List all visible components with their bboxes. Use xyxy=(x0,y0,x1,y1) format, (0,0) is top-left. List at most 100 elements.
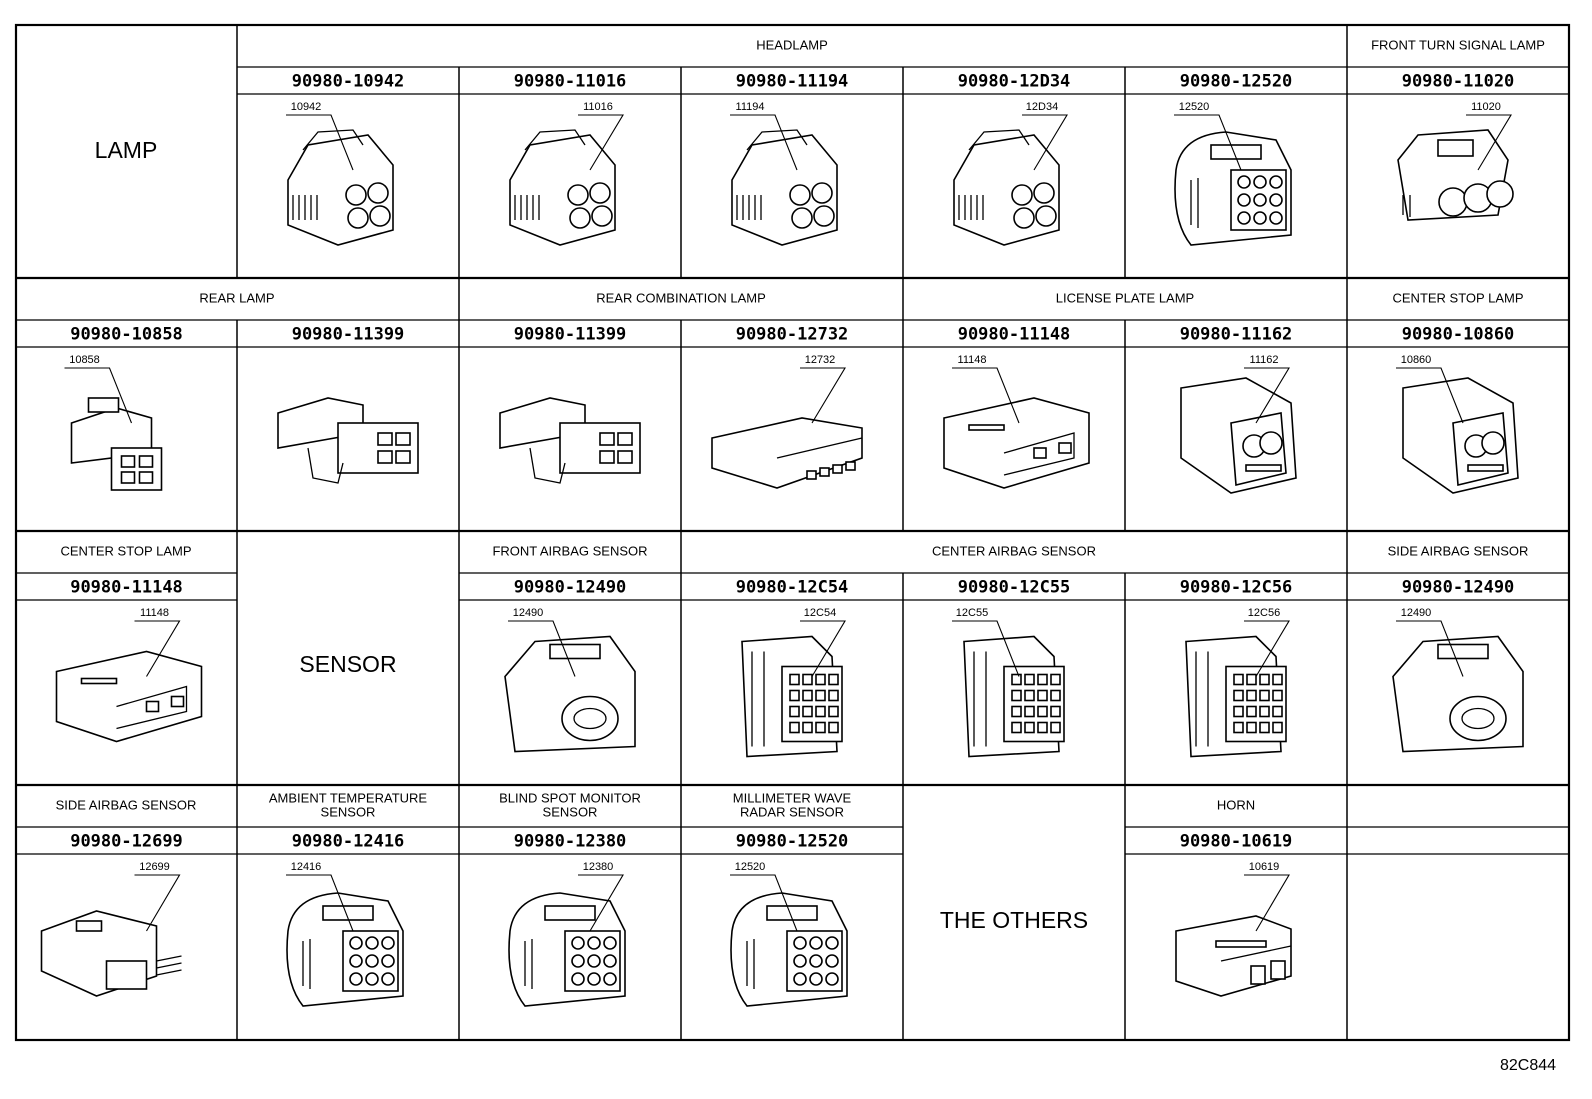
part-number: 90980-12380 xyxy=(514,832,627,852)
connector-face xyxy=(802,689,813,702)
connector-face xyxy=(138,455,154,468)
part-number: 90980-12490 xyxy=(514,578,627,598)
group-header-center-stop-lamp-r2: CENTER STOP LAMP xyxy=(1393,290,1524,305)
connector-face xyxy=(1461,707,1495,730)
terminal-cavity xyxy=(349,954,363,968)
connector-outline xyxy=(524,129,586,151)
part-number: 90980-10942 xyxy=(292,72,405,92)
part-number: 90980-11399 xyxy=(514,325,627,345)
connector-outline xyxy=(1402,195,1411,217)
connector-outline xyxy=(1175,915,1292,997)
connector-outline xyxy=(156,962,182,969)
group-header-blind-spot-monitor-sensor: BLIND SPOT MONITOR xyxy=(499,790,641,805)
connector-face xyxy=(828,705,839,718)
connector-face xyxy=(1037,721,1048,734)
connector-outline xyxy=(776,437,863,459)
connector-face xyxy=(1437,139,1474,157)
connector-face xyxy=(120,455,136,468)
terminal-cavity xyxy=(571,936,585,950)
connector-face xyxy=(802,705,813,718)
terminal-cavity xyxy=(603,972,617,986)
part-number: 90980-11399 xyxy=(292,325,405,345)
terminal-cavity xyxy=(381,954,395,968)
callout-leader xyxy=(1022,114,1068,171)
connector-face xyxy=(1011,689,1022,702)
callout-label: 11162 xyxy=(1250,354,1279,366)
group-header-millimeter-wave-radar-sensor: RADAR SENSOR xyxy=(740,804,844,819)
connector-face xyxy=(806,470,817,480)
terminal-cavity xyxy=(793,936,807,950)
terminal-cavity xyxy=(813,205,835,227)
group-header-center-stop-lamp-r3: CENTER STOP LAMP xyxy=(61,543,192,558)
group-header-headlamp: HEADLAMP xyxy=(756,37,828,52)
terminal-cavity xyxy=(1035,205,1057,227)
callout-label: 12416 xyxy=(291,861,322,873)
terminal-cavity xyxy=(1033,182,1055,204)
terminal-cavity xyxy=(811,182,833,204)
connector-face xyxy=(120,471,136,484)
table-border xyxy=(14,23,1571,1042)
terminal-cavity xyxy=(347,207,369,229)
group-header-front-airbag-sensor: FRONT AIRBAG SENSOR xyxy=(492,543,647,558)
connector-outline xyxy=(973,651,987,747)
callout-label: 12520 xyxy=(1179,101,1210,113)
connector-drawing xyxy=(40,910,182,997)
group-header-rear-lamp: REAR LAMP xyxy=(199,290,274,305)
callout-leader xyxy=(952,367,1020,424)
terminal-cavity xyxy=(1269,175,1283,189)
terminal-cavity xyxy=(825,954,839,968)
callout-leader xyxy=(730,874,798,932)
connector-outline xyxy=(1220,945,1292,962)
terminal-cavity xyxy=(1438,187,1468,217)
connector-face xyxy=(1011,673,1022,686)
part-number: 90980-12C56 xyxy=(1180,578,1293,598)
connector-drawing xyxy=(70,397,163,491)
connector-face xyxy=(1246,721,1257,734)
terminal-cavity xyxy=(1237,175,1251,189)
connector-face xyxy=(1050,673,1061,686)
connector-face xyxy=(617,450,633,464)
connector-face xyxy=(1037,705,1048,718)
group-header-side-airbag-sensor-r3: SIDE AIRBAG SENSOR xyxy=(1388,543,1529,558)
callout-label: 12732 xyxy=(805,354,836,366)
callout-leader xyxy=(1396,367,1464,424)
connector-drawing xyxy=(1174,131,1292,246)
connector-drawing xyxy=(943,397,1090,489)
callout-label: 10860 xyxy=(1401,354,1432,366)
group-header-rear-combination-lamp: REAR COMBINATION LAMP xyxy=(596,290,766,305)
connector-drawing xyxy=(1180,377,1297,494)
connector-face xyxy=(1210,144,1262,160)
connector-face xyxy=(1246,705,1257,718)
callout-leader xyxy=(1396,620,1464,677)
part-number: 90980-10858 xyxy=(70,325,183,345)
connector-face xyxy=(337,422,419,474)
group-header-front-turn-signal-lamp: FRONT TURN SIGNAL LAMP xyxy=(1371,37,1545,52)
connector-face xyxy=(1245,464,1282,472)
callout-leader xyxy=(134,620,181,677)
connector-face xyxy=(1259,721,1270,734)
connector-face xyxy=(1233,721,1244,734)
connector-face xyxy=(1011,721,1022,734)
callout-label: 12699 xyxy=(139,861,170,873)
connector-face xyxy=(87,397,120,413)
connector-face xyxy=(105,960,148,990)
callout-leader xyxy=(1244,367,1290,424)
group-header-center-airbag-sensor: CENTER AIRBAG SENSOR xyxy=(932,543,1096,558)
connector-face xyxy=(1272,705,1283,718)
connector-face xyxy=(1050,689,1061,702)
connector-face xyxy=(1037,673,1048,686)
terminal-cavity xyxy=(1011,184,1033,206)
connector-face xyxy=(828,721,839,734)
connector-outline xyxy=(307,447,344,484)
connector-face xyxy=(1024,705,1035,718)
connector-face xyxy=(1272,721,1283,734)
terminal-cavity xyxy=(809,954,823,968)
callout-label: 11016 xyxy=(583,101,613,113)
connector-drawing xyxy=(953,129,1060,246)
connector-face xyxy=(1233,705,1244,718)
callout-label: 11148 xyxy=(140,607,169,619)
terminal-cavity xyxy=(1237,193,1251,207)
connector-face xyxy=(766,905,818,921)
part-number: 90980-11148 xyxy=(70,578,183,598)
callout-label: 10858 xyxy=(69,354,100,366)
